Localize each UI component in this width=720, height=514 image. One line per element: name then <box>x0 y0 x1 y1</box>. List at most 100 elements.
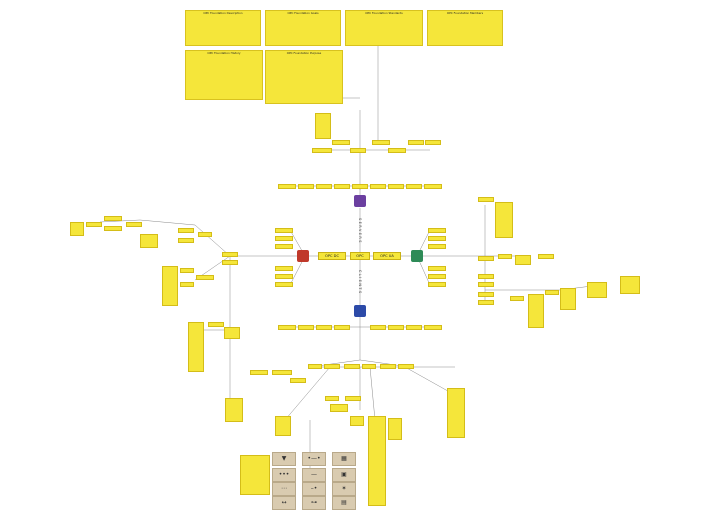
list-item <box>188 322 204 372</box>
node <box>325 396 339 401</box>
node <box>345 396 361 401</box>
right-node <box>428 236 446 241</box>
connector-tile-icon: •—• <box>302 452 326 466</box>
node <box>478 256 494 261</box>
chain-tile-icon: ⋯ <box>272 482 296 496</box>
dot-tile-icon: ••• <box>272 468 296 482</box>
list-item <box>140 234 158 248</box>
client-node <box>424 325 442 330</box>
client-node <box>298 325 314 330</box>
node <box>178 238 194 243</box>
node <box>208 322 224 327</box>
left-node <box>275 274 293 279</box>
list-item <box>162 266 178 306</box>
node <box>408 140 424 145</box>
client-node <box>370 325 386 330</box>
right-node <box>428 274 446 279</box>
node <box>478 282 494 287</box>
server-node <box>298 184 314 189</box>
node <box>372 140 390 145</box>
node <box>312 148 332 153</box>
node <box>222 260 238 265</box>
box-tile-icon: ▤ <box>332 496 356 510</box>
node <box>478 274 494 279</box>
list-item <box>275 416 291 436</box>
top-logo-icon <box>354 195 366 207</box>
node <box>126 222 142 227</box>
node <box>180 282 194 287</box>
hub-left: OPC DC <box>318 252 346 260</box>
node <box>104 226 122 231</box>
right-node <box>428 266 446 271</box>
hub-center: OPC <box>350 252 370 260</box>
left-node <box>275 228 293 233</box>
left-node <box>275 244 293 249</box>
top-note-1: OPC Foundation Description <box>185 10 261 46</box>
top-note-4: OPC Foundation Members <box>427 10 503 46</box>
node <box>425 140 441 145</box>
list-item <box>350 416 364 426</box>
list-item <box>447 388 465 438</box>
servers-vertical-label: SERVERS <box>358 218 362 244</box>
node <box>178 228 194 233</box>
star-tile-icon: ✶ <box>332 482 356 496</box>
node <box>272 370 292 375</box>
client-node <box>334 325 350 330</box>
client-node <box>316 325 332 330</box>
node <box>478 300 494 305</box>
client-node <box>278 325 296 330</box>
right-node <box>428 244 446 249</box>
node <box>222 252 238 257</box>
list-item <box>620 276 640 294</box>
link-tile-icon: ⊶ <box>302 496 326 510</box>
arrow-tile-icon: ↔ <box>272 496 296 510</box>
server-node <box>424 184 442 189</box>
node <box>290 378 306 383</box>
node <box>104 216 122 221</box>
node <box>180 268 194 273</box>
node <box>350 148 366 153</box>
server-node <box>334 184 350 189</box>
hub-right: OPC UA <box>373 252 401 260</box>
grid-tile-icon: ▦ <box>332 452 356 466</box>
left-node <box>275 282 293 287</box>
left-logo-icon <box>297 250 309 262</box>
node <box>362 364 376 369</box>
server-node <box>278 184 296 189</box>
list-item <box>70 222 84 236</box>
right-node <box>428 228 446 233</box>
node <box>196 275 214 280</box>
bottom-logo-icon <box>354 305 366 317</box>
node <box>380 364 396 369</box>
server-node <box>316 184 332 189</box>
node <box>538 254 554 259</box>
list-item <box>560 288 576 310</box>
list-item <box>587 282 607 298</box>
dash-tile-icon: –• <box>302 482 326 496</box>
server-node <box>370 184 386 189</box>
node <box>332 140 350 145</box>
list-item <box>515 255 531 265</box>
node <box>478 197 494 202</box>
list-item <box>224 327 240 339</box>
node <box>545 290 559 295</box>
list-item <box>368 416 386 506</box>
node <box>198 232 212 237</box>
node <box>510 296 524 301</box>
list-item <box>388 418 402 440</box>
left-node <box>275 236 293 241</box>
line-tile-icon: — <box>302 468 326 482</box>
server-node <box>388 184 404 189</box>
node <box>398 364 414 369</box>
node <box>308 364 322 369</box>
node <box>498 254 512 259</box>
node <box>344 364 360 369</box>
top-note-2: OPC Foundation Goals <box>265 10 341 46</box>
client-node <box>388 325 404 330</box>
server-node <box>406 184 422 189</box>
node <box>478 292 494 297</box>
node <box>388 148 406 153</box>
top-note-3: OPC Foundation Standards <box>345 10 423 46</box>
client-node <box>406 325 422 330</box>
list-item <box>225 398 243 422</box>
